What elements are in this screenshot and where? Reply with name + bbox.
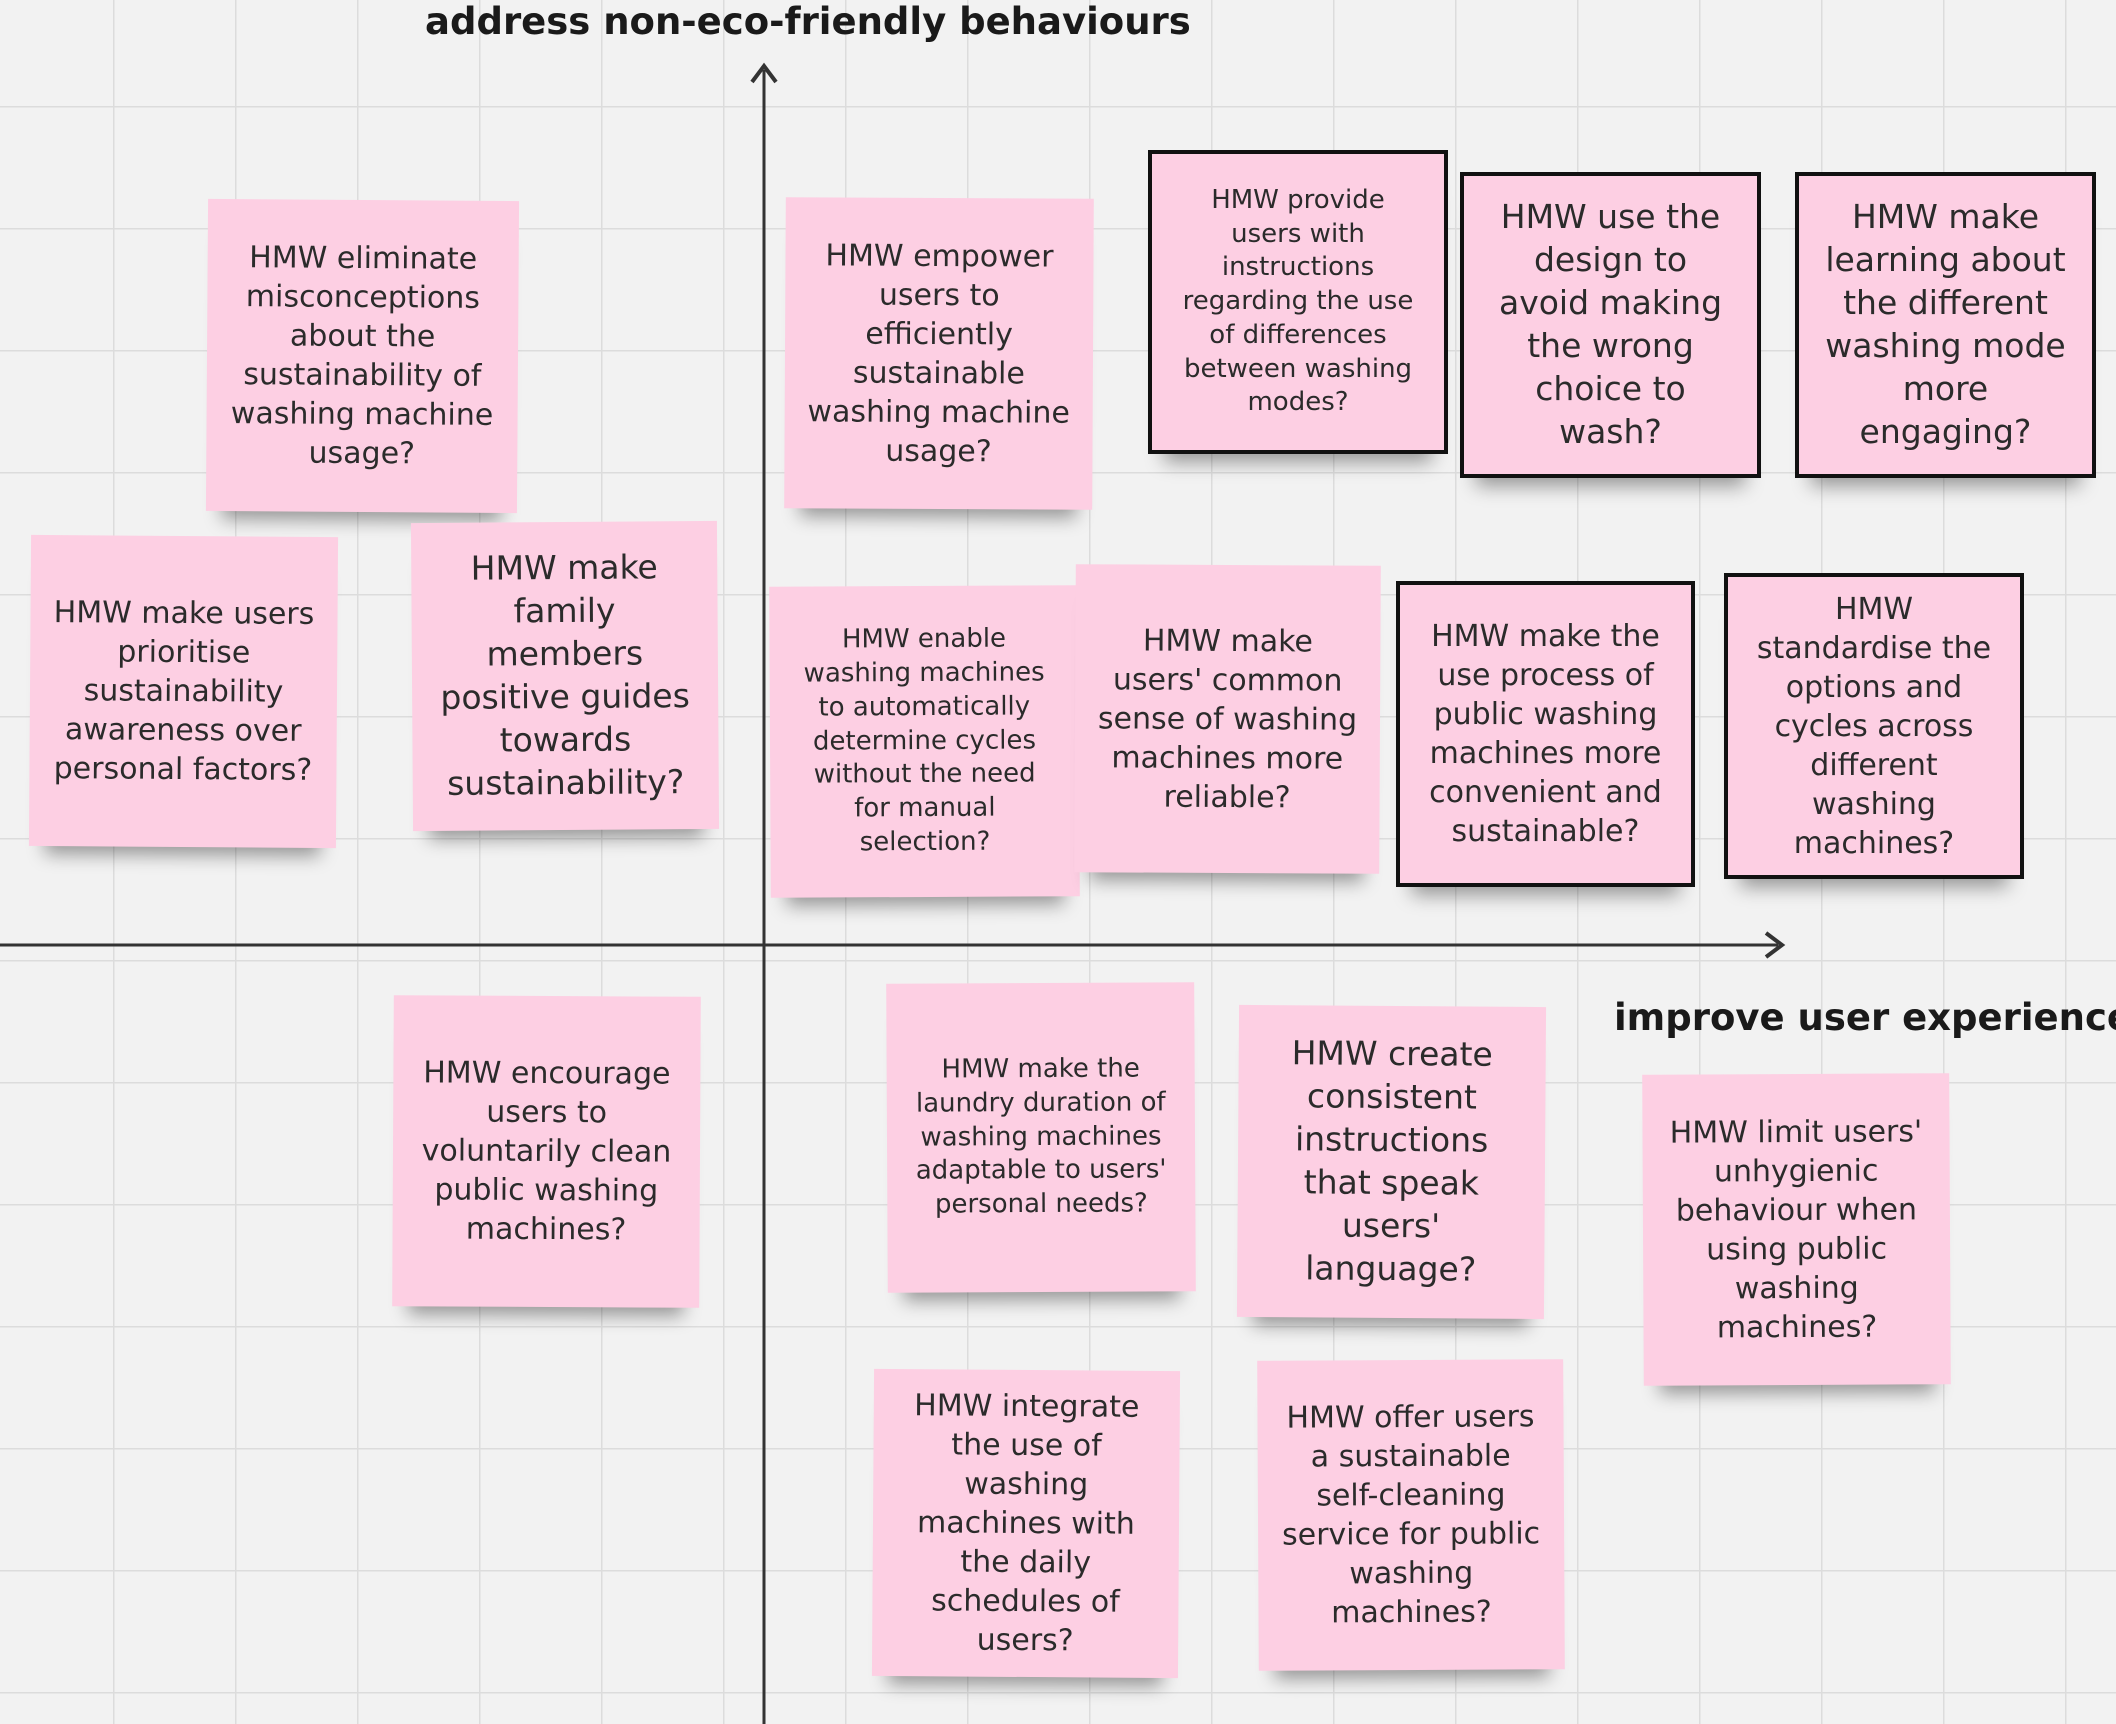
sticky-note[interactable]: HMW offer users a sustainable self-clean… (1257, 1359, 1565, 1671)
sticky-note-text: HMW limit users' unhygienic behaviour wh… (1669, 1113, 1923, 1345)
sticky-note-text: HMW make the use process of public washi… (1429, 619, 1662, 849)
sticky-note[interactable]: HMW make family members positive guides … (410, 520, 720, 832)
sticky-note-text: HMW make users prioritise sustainability… (53, 595, 315, 788)
y-axis-label: address non-eco-friendly behaviours (425, 0, 1191, 43)
x-axis-label: improve user experience (1614, 996, 2116, 1039)
sticky-note[interactable]: HMW make users prioritise sustainability… (28, 534, 339, 849)
sticky-note[interactable]: HMW make users' common sense of washing … (1074, 564, 1381, 874)
sticky-note-text: HMW enable washing machines to automatic… (803, 623, 1045, 858)
sticky-note-text: HMW make the laundry duration of washing… (915, 1053, 1167, 1220)
sticky-note-text: HMW make learning about the different wa… (1825, 197, 2066, 451)
sticky-note[interactable]: HMW create consistent instructions that … (1236, 1004, 1547, 1320)
x-axis-arrowhead (1764, 931, 1786, 959)
sticky-note-text: HMW encourage users to voluntarily clean… (421, 1055, 672, 1248)
sticky-note[interactable]: HMW make the use process of public washi… (1396, 581, 1695, 887)
y-axis-arrowhead (750, 62, 778, 84)
sticky-note[interactable]: HMW encourage users to voluntarily clean… (392, 995, 701, 1308)
sticky-note-text: HMW empower users to efficiently sustain… (807, 237, 1070, 469)
sticky-note[interactable]: HMW standardise the options and cycles a… (1724, 573, 2024, 879)
sticky-note[interactable]: HMW make learning about the different wa… (1795, 172, 2096, 478)
sticky-note-text: HMW integrate the use of washing machine… (914, 1388, 1140, 1659)
sticky-note-text: HMW create consistent instructions that … (1291, 1033, 1493, 1289)
sticky-note[interactable]: HMW provide users with instructions rega… (1148, 150, 1448, 454)
sticky-note-text: HMW provide users with instructions rega… (1182, 184, 1414, 418)
sticky-note[interactable]: HMW integrate the use of washing machine… (871, 1368, 1181, 1679)
sticky-note[interactable]: HMW empower users to efficiently sustain… (784, 197, 1094, 510)
sticky-note-text: HMW standardise the options and cycles a… (1756, 591, 1992, 861)
sticky-note[interactable]: HMW enable washing machines to automatic… (769, 585, 1080, 898)
sticky-note-text: HMW eliminate misconceptions about the s… (230, 240, 494, 472)
sticky-note[interactable]: HMW limit users' unhygienic behaviour wh… (1642, 1073, 1951, 1386)
sticky-note-text: HMW offer users a sustainable self-clean… (1281, 1399, 1541, 1631)
sticky-note-text: HMW make users' common sense of washing … (1097, 623, 1358, 815)
sticky-note[interactable]: HMW eliminate misconceptions about the s… (205, 198, 520, 514)
sticky-note-text: HMW make family members positive guides … (440, 547, 690, 803)
sticky-note[interactable]: HMW make the laundry duration of washing… (886, 982, 1196, 1293)
sticky-note-text: HMW use the design to avoid making the w… (1498, 197, 1723, 451)
sticky-note[interactable]: HMW use the design to avoid making the w… (1460, 172, 1761, 478)
